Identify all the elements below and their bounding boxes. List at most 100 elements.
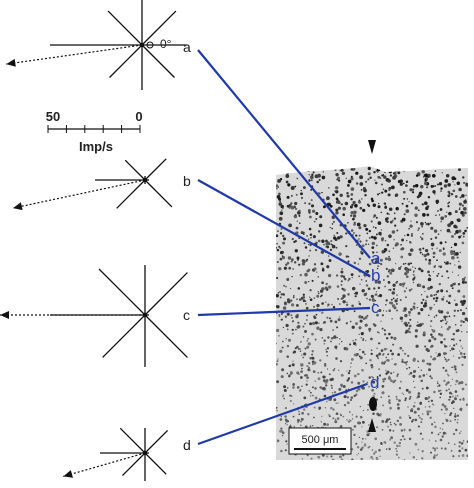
cell-speck xyxy=(384,285,387,288)
cell-speck xyxy=(430,242,435,247)
cell-speck xyxy=(421,237,424,240)
cell-speck xyxy=(337,298,340,300)
cell-speck xyxy=(405,184,408,188)
cell-speck xyxy=(439,427,442,430)
cell-speck xyxy=(333,234,335,236)
panel-label-a: a xyxy=(183,39,191,55)
cell-speck xyxy=(361,441,363,443)
cell-speck xyxy=(424,406,427,408)
cell-speck xyxy=(372,303,375,305)
cell-speck xyxy=(421,225,424,228)
cell-speck xyxy=(365,280,368,282)
cell-speck xyxy=(283,389,287,392)
cell-speck xyxy=(377,265,380,268)
cell-speck xyxy=(455,395,457,397)
spoke-b-7 xyxy=(144,179,173,208)
cell-speck xyxy=(342,294,346,298)
cell-speck xyxy=(466,454,468,458)
cell-speck xyxy=(407,262,411,266)
cell-speck xyxy=(452,348,455,350)
cell-speck xyxy=(343,395,347,399)
cell-speck xyxy=(296,256,300,260)
cell-speck xyxy=(425,178,428,181)
cell-speck xyxy=(291,258,294,261)
cell-speck xyxy=(304,347,307,350)
cell-speck xyxy=(367,243,370,245)
cell-speck xyxy=(393,363,395,366)
cell-speck xyxy=(375,291,378,293)
cell-speck xyxy=(408,268,412,271)
cell-speck xyxy=(278,202,283,206)
cell-speck xyxy=(451,271,454,273)
cell-speck xyxy=(286,344,290,348)
cell-speck xyxy=(457,309,459,312)
cell-speck xyxy=(438,282,441,286)
cell-speck xyxy=(349,343,352,346)
cell-speck xyxy=(430,306,433,309)
cell-speck xyxy=(281,368,285,372)
cell-speck xyxy=(438,384,441,387)
cell-speck xyxy=(421,359,425,363)
cell-speck xyxy=(418,248,422,251)
cell-speck xyxy=(340,458,344,460)
cell-speck xyxy=(433,456,436,459)
cell-speck xyxy=(427,176,430,178)
cell-speck xyxy=(443,261,446,264)
cell-speck xyxy=(311,353,314,356)
cell-speck xyxy=(304,272,308,277)
cell-speck xyxy=(282,326,285,329)
cell-speck xyxy=(332,220,335,223)
cell-speck xyxy=(464,229,467,233)
cell-speck xyxy=(393,422,396,425)
cell-speck xyxy=(377,377,380,380)
cell-speck xyxy=(403,430,405,432)
cell-speck xyxy=(304,329,307,333)
scale-bar-label: 500 μm xyxy=(302,434,339,446)
cell-speck xyxy=(355,442,358,445)
cell-speck xyxy=(448,294,452,298)
cell-speck xyxy=(462,176,465,179)
cell-speck xyxy=(446,211,448,213)
cell-speck xyxy=(292,268,294,270)
cell-speck xyxy=(320,262,324,266)
spoke-c-1 xyxy=(144,272,188,316)
cell-speck xyxy=(377,426,379,429)
cell-speck xyxy=(353,394,356,398)
cell-speck xyxy=(310,179,313,182)
site-label-a: a xyxy=(371,249,381,268)
cell-speck xyxy=(408,390,412,394)
cell-speck xyxy=(449,262,452,265)
cell-speck xyxy=(388,250,391,253)
cell-speck xyxy=(428,261,432,265)
cell-speck xyxy=(364,224,366,226)
cell-speck xyxy=(372,458,374,460)
cell-speck xyxy=(338,252,342,256)
cell-speck xyxy=(276,380,280,384)
cell-speck xyxy=(394,423,397,426)
cell-speck xyxy=(414,418,418,422)
cell-speck xyxy=(368,327,372,331)
cell-speck xyxy=(290,205,295,210)
cell-speck xyxy=(334,345,338,349)
cell-speck xyxy=(384,189,388,193)
cell-speck xyxy=(448,388,450,391)
cell-speck xyxy=(304,202,307,205)
cell-speck xyxy=(427,196,431,199)
cell-speck xyxy=(349,320,352,323)
cell-speck xyxy=(381,327,384,330)
cell-speck xyxy=(378,448,381,452)
cell-speck xyxy=(411,191,415,194)
cell-speck xyxy=(355,244,358,246)
cell-speck xyxy=(356,222,361,227)
cell-speck xyxy=(296,313,299,317)
cell-speck xyxy=(433,294,436,296)
cell-speck xyxy=(339,455,342,459)
cell-speck xyxy=(415,459,418,460)
cell-speck xyxy=(295,226,299,230)
cell-speck xyxy=(341,340,343,343)
cell-speck xyxy=(325,379,329,382)
cell-speck xyxy=(330,455,333,458)
cell-speck xyxy=(298,209,301,213)
cell-speck xyxy=(362,208,366,213)
